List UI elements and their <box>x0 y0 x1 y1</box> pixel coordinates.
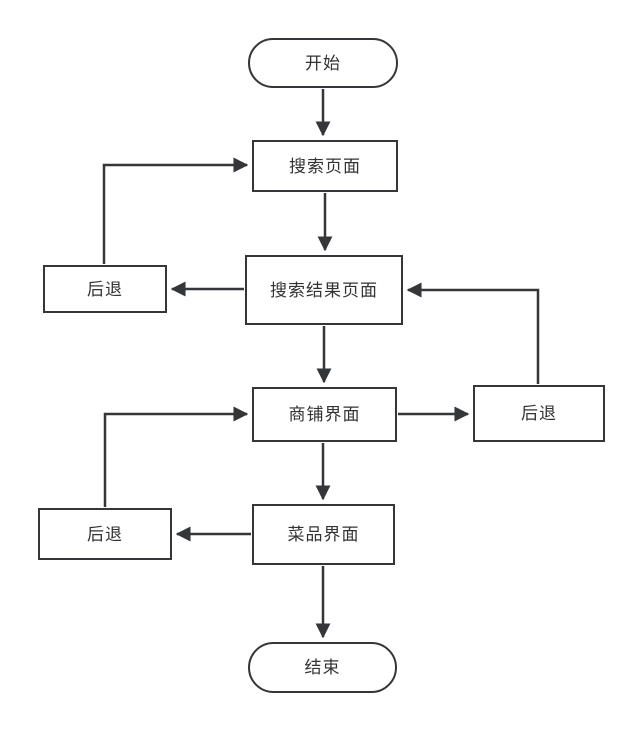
node-back-from-shop: 后退 <box>473 385 605 442</box>
edge-back-1-to-search-page <box>102 157 249 264</box>
edge-back-2-to-search-results <box>406 282 540 384</box>
node-search-results-page: 搜索结果页面 <box>245 255 403 325</box>
node-back-from-dish: 后退 <box>38 508 172 560</box>
node-start: 开始 <box>248 38 398 88</box>
edge-back-3-to-shop-page <box>103 406 249 507</box>
node-search-page: 搜索页面 <box>252 140 398 192</box>
node-shop-page: 商铺界面 <box>252 387 397 442</box>
node-back-from-results: 后退 <box>43 265 167 313</box>
node-dish-page: 菜品界面 <box>252 504 395 565</box>
node-end: 结束 <box>248 642 397 693</box>
